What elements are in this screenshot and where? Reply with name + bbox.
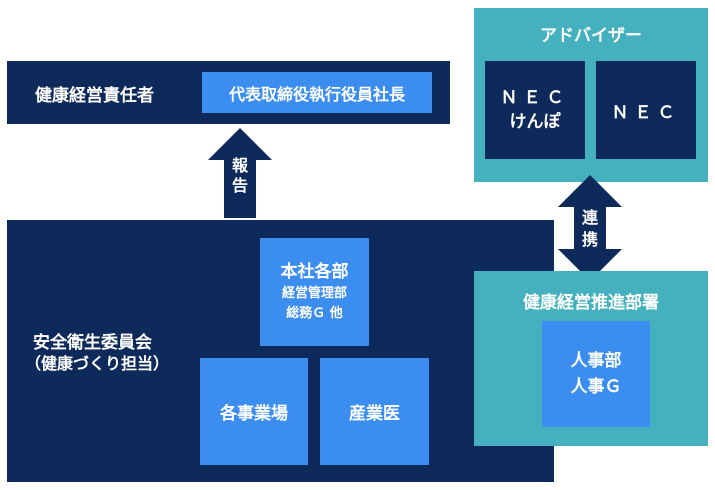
promotion-title: 健康経営推進部署 [523,293,659,313]
advisor-box: アドバイザー ＮＥＣ けんぽ ＮＥＣ [474,8,708,182]
nec-kenpo-line1: ＮＥＣ [500,88,570,108]
link-arrow-icon [558,175,622,281]
committee-title-line2: （健康づくり担当） [25,354,170,373]
report-label: 報告 [231,156,248,195]
sites-label: 各事業場 [220,404,288,424]
hr-line1: 人事部 [570,351,622,371]
report-arrow-icon [208,128,272,218]
doctor-label: 産業医 [349,404,400,424]
sites-box: 各事業場 [200,358,308,465]
health-manager-box: 健康経営責任者 代表取締役執行役員社長 [7,61,450,124]
nec-label: ＮＥＣ [611,102,681,123]
hq-line2: 経営管理部 [281,286,347,301]
advisor-title: アドバイザー [540,26,642,46]
health-manager-title: 健康経営責任者 [35,86,154,106]
hq-line1: 本社各部 [280,262,349,282]
promotion-box: 健康経営推進部署 人事部 人事Ｇ [474,271,708,446]
nec-kenpo-line2: けんぽ [509,112,561,132]
committee-title-line1: 安全衛生委員会 [33,333,152,353]
nec-kenpo-box: ＮＥＣ けんぽ [485,61,585,159]
hq-line3: 総務Ｇ 他 [286,306,343,321]
ceo-role-label: 代表取締役執行役員社長 [228,84,405,104]
committee-box: 安全衛生委員会 （健康づくり担当） 本社各部 経営管理部 総務Ｇ 他 各事業場 … [7,220,554,482]
doctor-box: 産業医 [320,358,429,465]
hr-box: 人事部 人事Ｇ [542,321,650,427]
link-label: 連携 [581,208,598,249]
nec-box: ＮＥＣ [596,61,696,159]
ceo-role-box: 代表取締役執行役員社長 [202,72,432,113]
hq-departments-box: 本社各部 経営管理部 総務Ｇ 他 [260,238,369,346]
hr-line2: 人事Ｇ [570,377,622,397]
